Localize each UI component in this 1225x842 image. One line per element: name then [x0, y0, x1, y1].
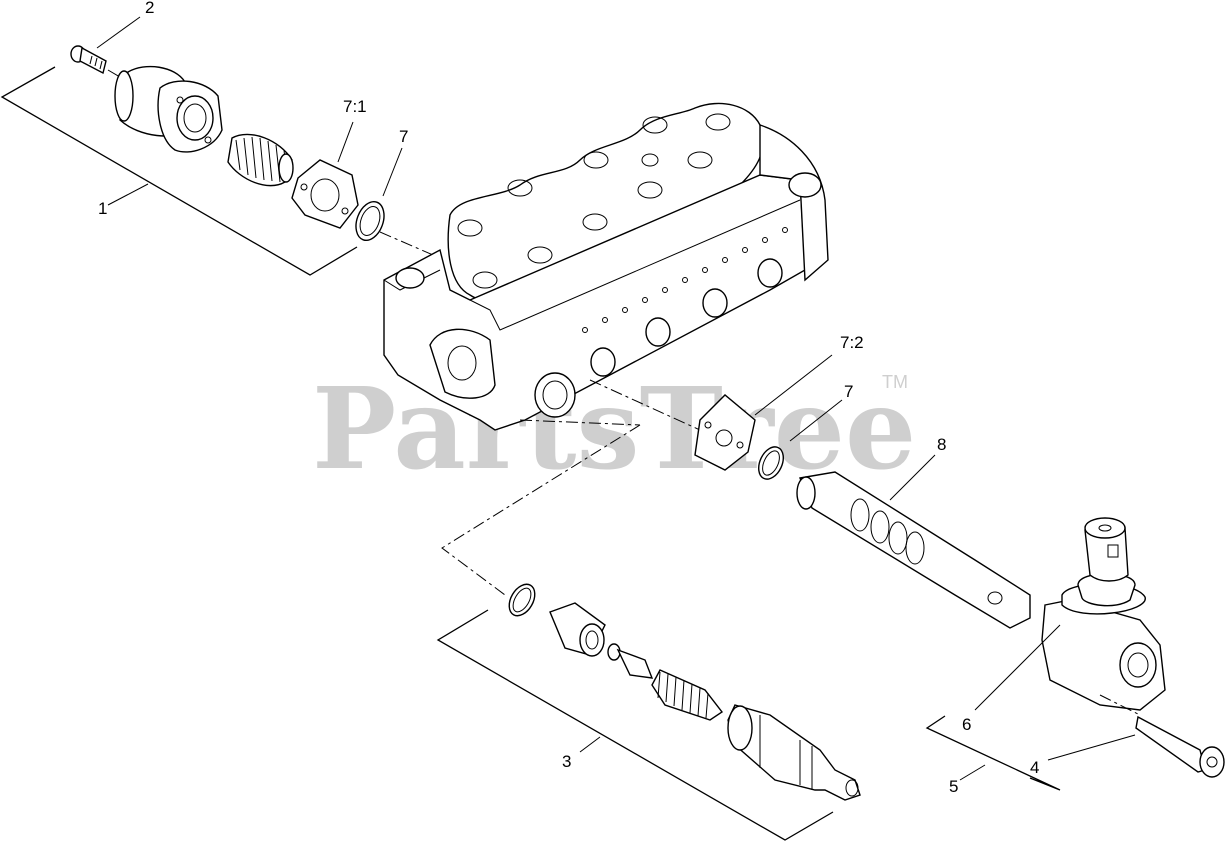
callout-7-top: 7 [399, 127, 408, 146]
bracket-3 [436, 609, 834, 841]
flange-7-2[interactable] [694, 394, 756, 471]
leader-7-spool [789, 399, 843, 442]
callout-4: 4 [1030, 758, 1039, 777]
callout-1: 1 [98, 199, 107, 218]
bracket-1 [0, 66, 358, 276]
relief-cartridge-body[interactable] [727, 704, 861, 801]
end-cap-housing[interactable] [114, 65, 223, 153]
o-ring-7-spool[interactable] [754, 443, 788, 483]
leader-7-2 [754, 354, 833, 416]
leader-7-top [382, 147, 403, 197]
leader-1 [107, 183, 149, 206]
handle-group [925, 517, 1225, 791]
handle-bracket-6[interactable] [1041, 517, 1166, 711]
valve-body[interactable] [383, 102, 829, 431]
spool-assembly [589, 354, 1031, 629]
leader-5 [959, 764, 986, 781]
leader-3 [579, 736, 601, 753]
assembly-1-group [0, 16, 441, 276]
centerline-top [379, 231, 441, 259]
callout-8: 8 [937, 435, 946, 454]
callout-2: 2 [145, 0, 154, 17]
spring-relief[interactable] [651, 669, 724, 721]
centerline-relief [441, 424, 641, 596]
spool-8[interactable] [796, 471, 1031, 629]
poppet[interactable] [607, 643, 654, 679]
watermark-trademark: TM [882, 372, 908, 392]
centerline-body [519, 419, 641, 426]
callout-3: 3 [562, 752, 571, 771]
watermark-text: PartsTree [312, 364, 916, 495]
flange-7-1[interactable] [291, 159, 359, 229]
o-ring-relief[interactable] [504, 580, 540, 620]
centerline-spool [589, 379, 701, 431]
bolt-2[interactable] [70, 45, 107, 75]
relief-seat[interactable] [549, 602, 606, 657]
leader-8 [889, 454, 936, 501]
bolt-4[interactable] [1135, 715, 1225, 778]
o-ring-7-top[interactable] [351, 198, 389, 244]
leader-7-1 [337, 121, 354, 163]
callout-5: 5 [949, 777, 958, 796]
callout-7-2: 7:2 [840, 333, 864, 352]
leader-2 [96, 16, 141, 49]
callout-7-1: 7:1 [343, 97, 367, 116]
callout-6: 6 [962, 715, 971, 734]
centerline-bolt [1099, 694, 1141, 716]
leader-4 [1047, 734, 1136, 761]
leader-6 [974, 624, 1061, 711]
relief-cartridge-group [436, 424, 861, 841]
bracket-5 [925, 715, 1061, 791]
spring-top[interactable] [227, 133, 294, 187]
callout-7-spool: 7 [844, 382, 853, 401]
